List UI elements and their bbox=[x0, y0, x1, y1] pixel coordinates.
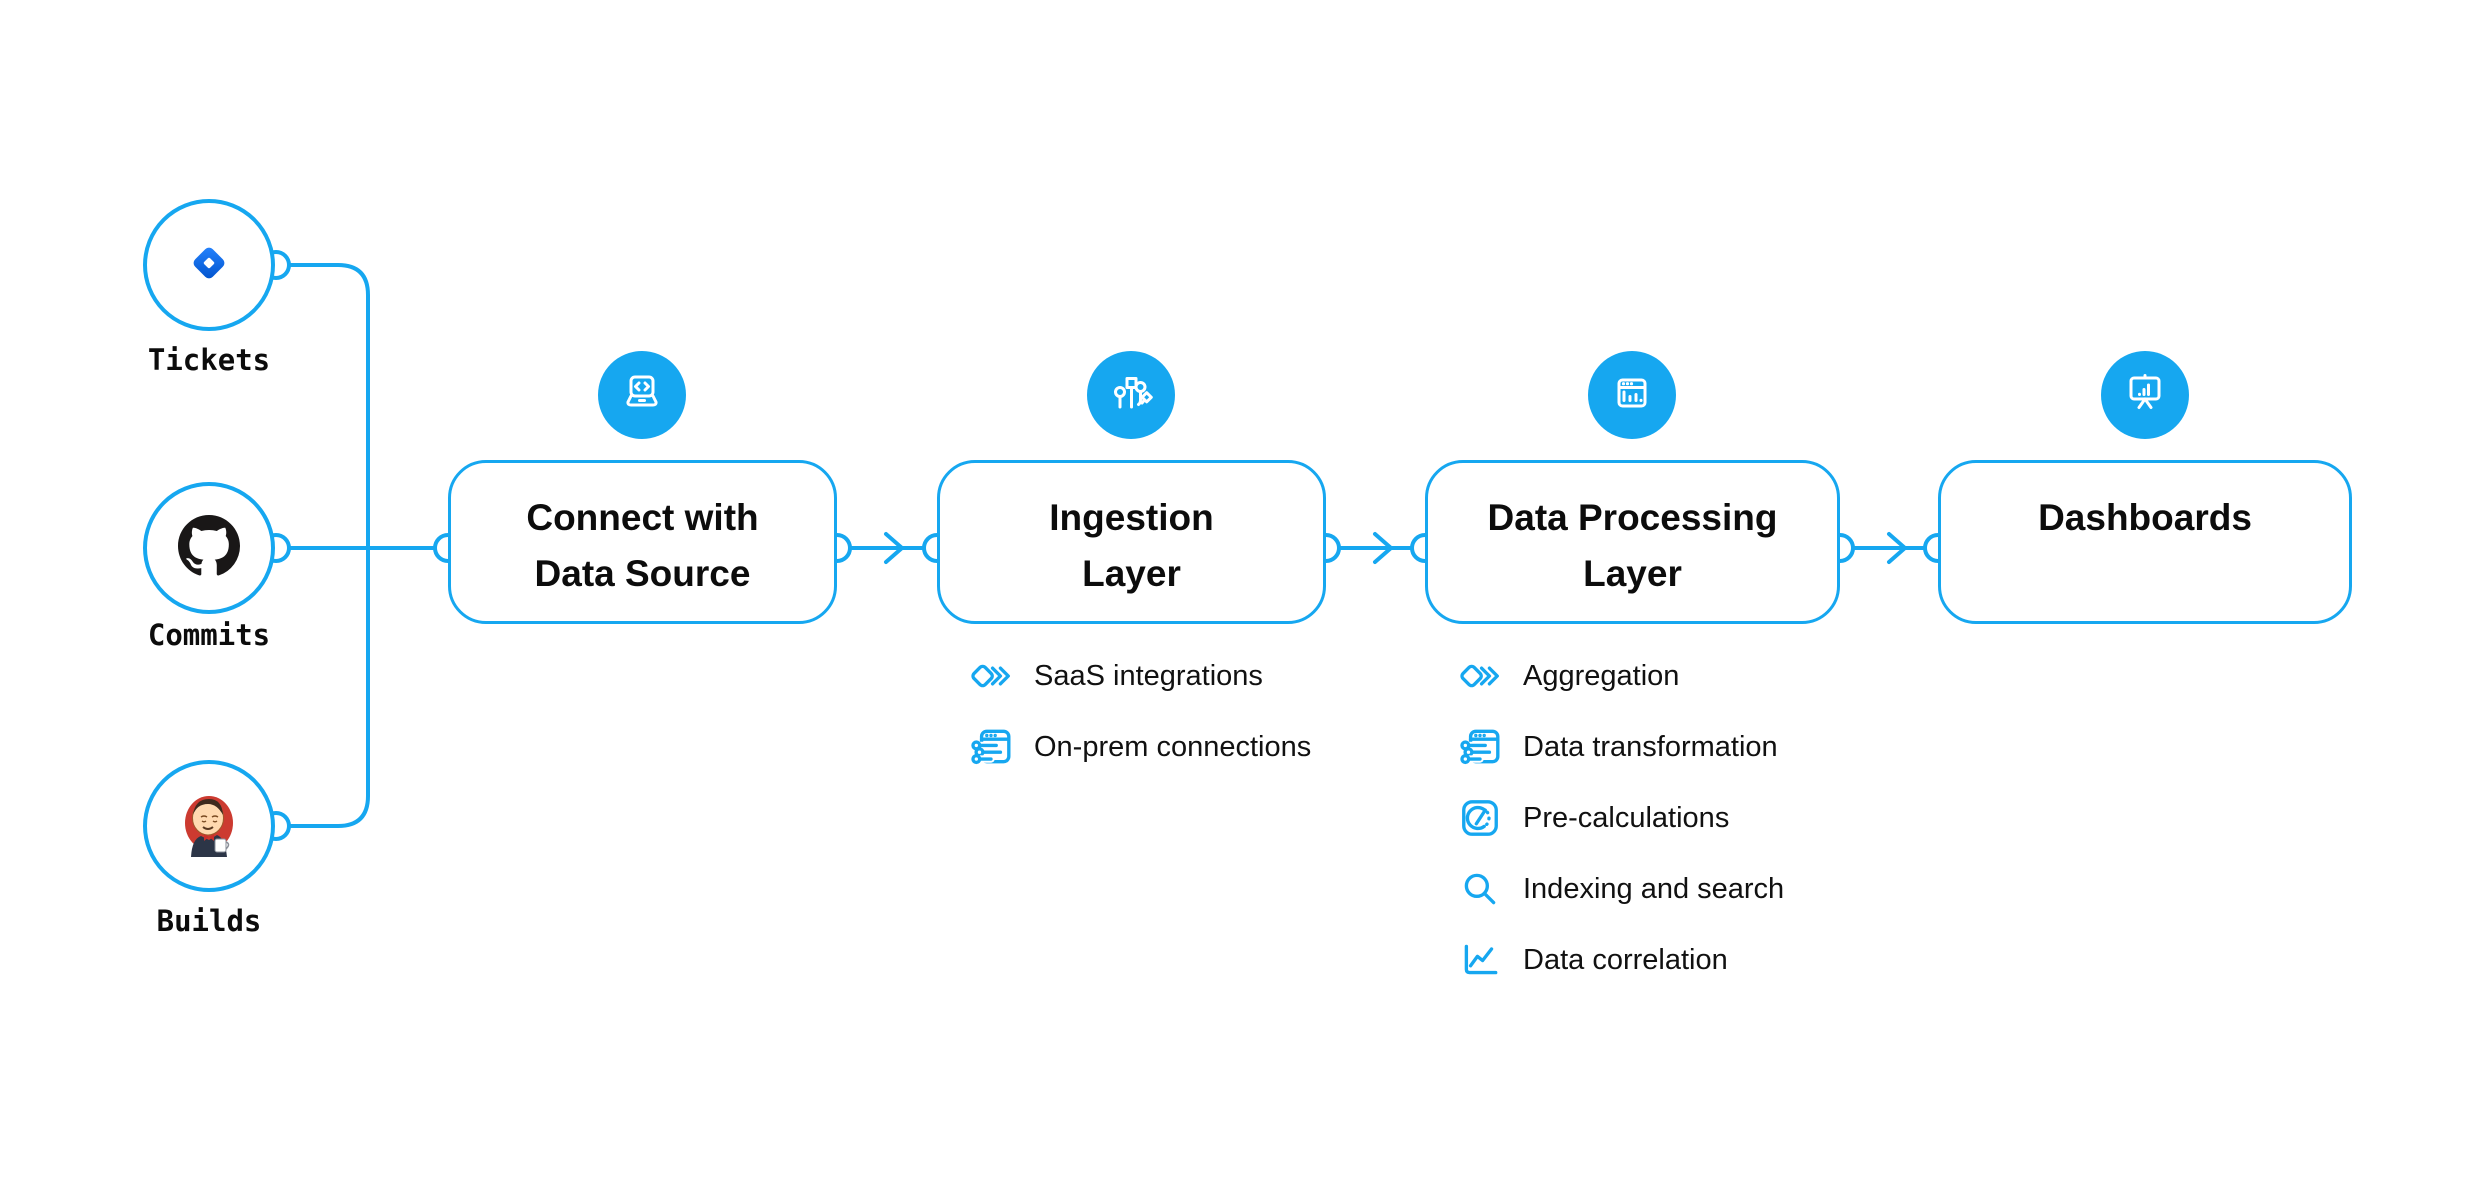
arrowhead-icon bbox=[884, 532, 904, 564]
source-node-builds bbox=[143, 760, 275, 892]
stage-title: Ingestion Layer bbox=[1049, 497, 1214, 594]
stage-badge-connect bbox=[598, 351, 686, 439]
github-icon bbox=[178, 514, 240, 582]
list-item: Aggregation bbox=[1458, 654, 1679, 698]
stage-box-processing: Data Processing Layer bbox=[1425, 460, 1840, 624]
connector-tickets-builds-trunk bbox=[287, 263, 370, 828]
list-item: SaaS integrations bbox=[969, 654, 1263, 698]
stage-badge-dashboards bbox=[2101, 351, 2189, 439]
source-node-commits bbox=[143, 482, 275, 614]
on-prem-window-icon bbox=[1458, 725, 1502, 769]
stage-badge-processing bbox=[1588, 351, 1676, 439]
sub-item-label: Aggregation bbox=[1523, 660, 1680, 692]
stage-box-dashboards: Dashboards bbox=[1938, 460, 2352, 624]
stage-box-connect: Connect with Data Source bbox=[448, 460, 837, 624]
sub-item-label: SaaS integrations bbox=[1034, 660, 1263, 692]
stage-title: Data Processing Layer bbox=[1487, 497, 1778, 594]
stage-title: Dashboards bbox=[2038, 497, 2252, 538]
sub-item-label: Indexing and search bbox=[1523, 873, 1785, 905]
list-item: On-prem connections bbox=[969, 725, 1311, 769]
source-label-commits: Commits bbox=[147, 618, 271, 652]
jenkins-icon bbox=[178, 791, 240, 862]
source-label-tickets: Tickets bbox=[147, 343, 271, 377]
arrowhead-icon bbox=[1887, 532, 1907, 564]
sub-item-label: On-prem connections bbox=[1034, 731, 1312, 763]
sub-item-label: Pre-calculations bbox=[1523, 802, 1730, 834]
window-bar-chart-icon bbox=[1608, 369, 1656, 422]
list-item: Data correlation bbox=[1458, 938, 1728, 982]
arrowhead-icon bbox=[1373, 532, 1393, 564]
stage-title: Connect with Data Source bbox=[526, 497, 759, 594]
laptop-code-icon bbox=[618, 369, 666, 422]
presentation-chart-icon bbox=[2121, 369, 2169, 422]
sub-item-label: Data transformation bbox=[1523, 731, 1778, 763]
stage-box-ingestion: Ingestion Layer bbox=[937, 460, 1326, 624]
list-item: Pre-calculations bbox=[1458, 796, 1729, 840]
list-item: Indexing and search bbox=[1458, 867, 1784, 911]
stage-badge-ingestion bbox=[1087, 351, 1175, 439]
integrations-diamonds-icon bbox=[1458, 654, 1502, 698]
source-label-builds: Builds bbox=[156, 904, 262, 938]
on-prem-window-icon bbox=[969, 725, 1013, 769]
integrations-diamonds-icon bbox=[969, 654, 1013, 698]
line-chart-icon bbox=[1458, 938, 1502, 982]
source-node-tickets bbox=[143, 199, 275, 331]
search-icon bbox=[1458, 867, 1502, 911]
sub-item-label: Data correlation bbox=[1523, 944, 1728, 976]
list-item: Data transformation bbox=[1458, 725, 1778, 769]
jira-icon bbox=[179, 233, 239, 298]
ingestion-circuit-icon bbox=[1107, 369, 1155, 422]
gauge-icon bbox=[1458, 796, 1502, 840]
